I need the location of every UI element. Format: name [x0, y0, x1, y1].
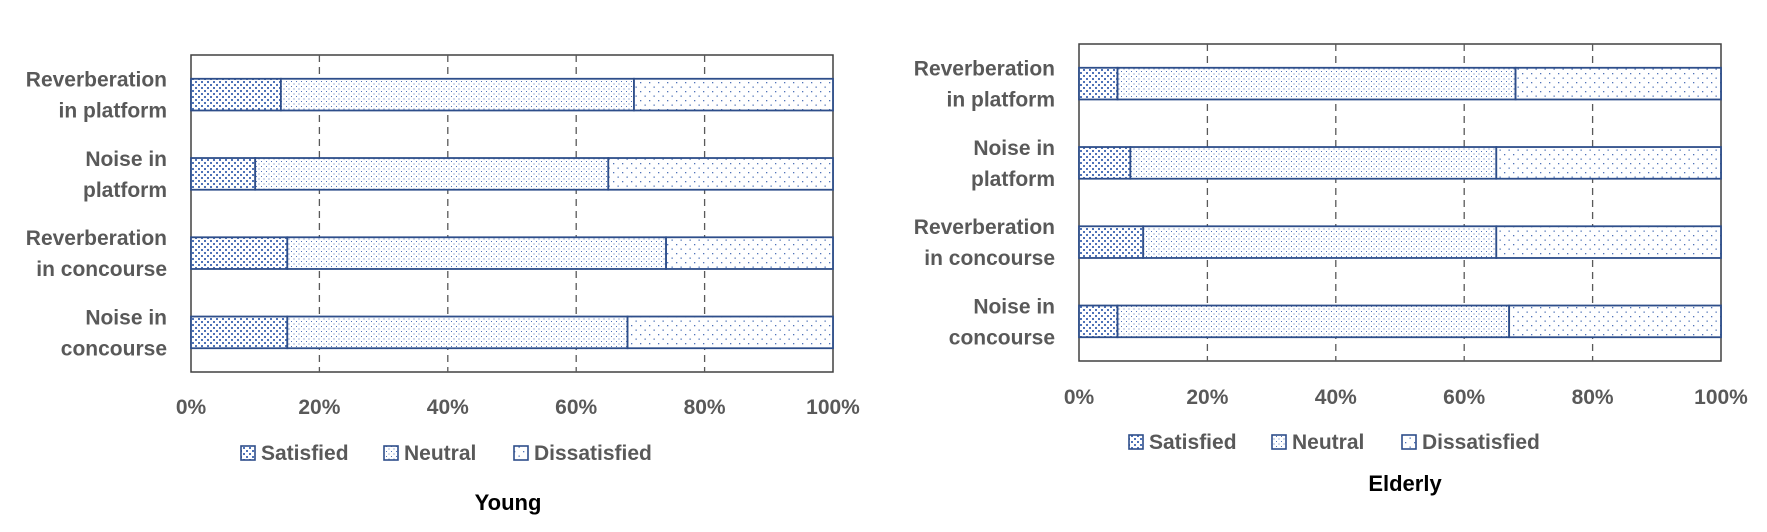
- x-tick-label: 60%: [1443, 386, 1485, 409]
- category-label: concourse: [61, 337, 167, 360]
- chart-title: Young: [475, 490, 542, 515]
- bar-neutral-2: [254, 157, 610, 191]
- category-label: in platform: [947, 89, 1056, 112]
- legend: Satisfied Neutral Dissatisfied: [1128, 431, 1540, 454]
- bar-satisfied-2: [190, 157, 257, 191]
- category-label: Reverberation: [914, 216, 1055, 239]
- x-tick-label: 0%: [1064, 386, 1095, 409]
- bar-satisfied-4: [1078, 304, 1119, 339]
- legend-swatch-dissatisfied: [1401, 434, 1417, 450]
- category-label: platform: [83, 179, 167, 202]
- legend-label-satisfied: Satisfied: [1149, 431, 1237, 454]
- category-label: in platform: [59, 100, 168, 123]
- legend-label-neutral: Neutral: [404, 442, 476, 465]
- bar-satisfied-1: [1078, 66, 1119, 101]
- bar-satisfied-3: [1078, 225, 1145, 259]
- bar-dissatisfied-4: [626, 315, 834, 350]
- x-tick-label: 80%: [684, 396, 726, 419]
- category-label: Reverberation: [26, 69, 167, 92]
- bar-neutral-1: [1116, 66, 1517, 101]
- legend-label-satisfied: Satisfied: [261, 442, 349, 465]
- category-label: concourse: [949, 326, 1055, 349]
- bar-satisfied-2: [1078, 146, 1132, 180]
- bar-dissatisfied-1: [1514, 66, 1722, 101]
- legend-swatch-satisfied: [1128, 434, 1144, 450]
- bar-neutral-4: [286, 315, 629, 350]
- legend-label-dissatisfied: Dissatisfied: [1422, 431, 1540, 454]
- bar-neutral-1: [279, 77, 635, 112]
- category-label: Reverberation: [914, 58, 1055, 81]
- bar-dissatisfied-3: [665, 236, 834, 270]
- legend-swatch-neutral: [383, 445, 399, 461]
- category-label: platform: [971, 168, 1055, 191]
- plot-area: [1078, 43, 1722, 362]
- x-tick-label: 20%: [298, 396, 340, 419]
- legend-swatch-satisfied: [240, 445, 256, 461]
- bar-satisfied-3: [190, 236, 289, 270]
- category-label: Noise in: [85, 306, 167, 329]
- x-tick-label: 20%: [1186, 386, 1228, 409]
- bar-satisfied-4: [190, 315, 289, 350]
- category-label: Reverberation: [26, 227, 167, 250]
- legend-label-dissatisfied: Dissatisfied: [534, 442, 652, 465]
- x-tick-label: 0%: [176, 396, 207, 419]
- bar-neutral-3: [1142, 225, 1498, 259]
- bar-neutral-3: [286, 236, 667, 270]
- x-tick-labels: 0% 20% 40% 60% 80% 100%: [176, 396, 860, 419]
- chart-title: Elderly: [1368, 471, 1442, 496]
- legend: Satisfied Neutral Dissatisfied: [240, 442, 652, 465]
- legend-swatch-dissatisfied: [513, 445, 529, 461]
- x-tick-label: 60%: [555, 396, 597, 419]
- legend-swatch-neutral: [1271, 434, 1287, 450]
- category-label: in concourse: [924, 247, 1055, 270]
- bar-dissatisfied-3: [1495, 225, 1722, 259]
- x-tick-label: 40%: [427, 396, 469, 419]
- x-tick-label: 80%: [1572, 386, 1614, 409]
- bar-dissatisfied-2: [607, 157, 834, 191]
- category-label: Noise in: [973, 295, 1055, 318]
- category-label: Noise in: [85, 148, 167, 171]
- x-tick-labels: 0% 20% 40% 60% 80% 100%: [1064, 386, 1748, 409]
- bar-satisfied-1: [190, 77, 282, 112]
- bars: [190, 77, 834, 350]
- bar-dissatisfied-2: [1495, 146, 1722, 180]
- bar-neutral-4: [1116, 304, 1511, 339]
- category-label: Noise in: [973, 137, 1055, 160]
- plot-area: [190, 54, 834, 373]
- category-label: in concourse: [36, 258, 167, 281]
- x-tick-label: 100%: [1694, 386, 1748, 409]
- bar-dissatisfied-1: [633, 77, 834, 112]
- x-tick-label: 100%: [806, 396, 860, 419]
- x-tick-label: 40%: [1315, 386, 1357, 409]
- bar-neutral-2: [1129, 146, 1498, 180]
- legend-label-neutral: Neutral: [1292, 431, 1364, 454]
- bars: [1078, 66, 1722, 339]
- bar-dissatisfied-4: [1508, 304, 1722, 339]
